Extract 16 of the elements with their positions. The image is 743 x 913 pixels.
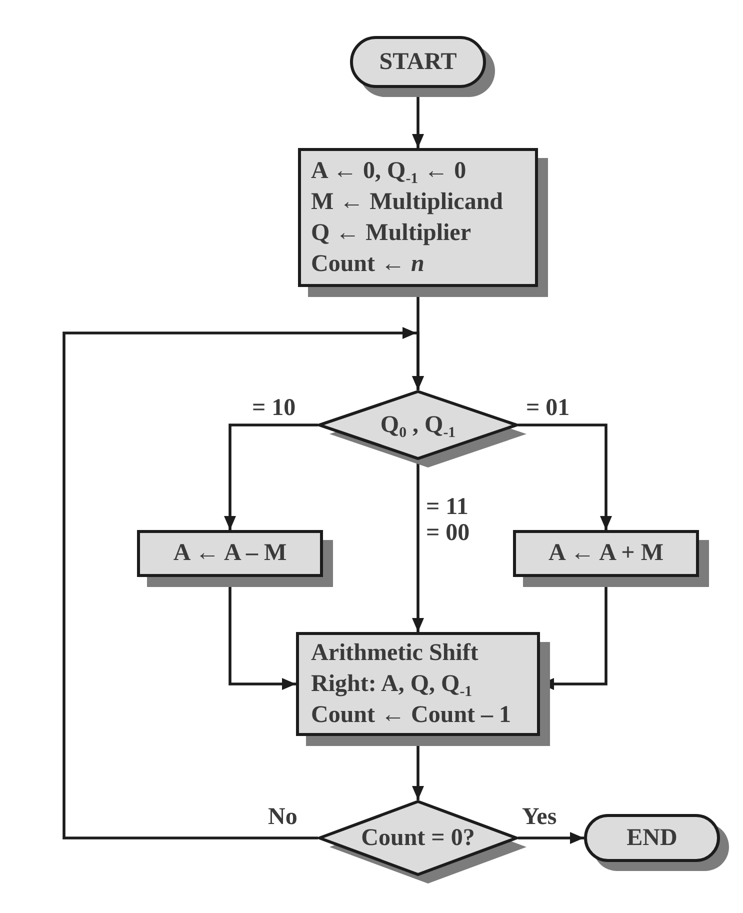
process-step-text: A ← A + M (548, 539, 664, 568)
process-step-text: A ← 0, Q$_{-1}$ ← 0 (311, 156, 466, 186)
terminal-label: START (379, 48, 457, 76)
arrow (518, 832, 584, 844)
condition-text: Count = 0? (361, 824, 475, 852)
process-step-text: Q ← Multiplier (311, 218, 471, 248)
process-step-text: Count ← Count – 1 (311, 700, 512, 730)
terminal-label: END (626, 824, 678, 852)
arrow (518, 424, 612, 530)
process-step-text: Count ← n (311, 250, 424, 278)
arrow (224, 424, 318, 530)
condition-text: Q$_{0}$ , Q$_{-1}$ (380, 410, 456, 440)
process-step-text: A ← A – M (173, 539, 287, 568)
process-step-text: Arithmetic Shift Right: A, Q, Q$_{-1}$ (311, 638, 480, 700)
process-step-text: M ← Multiplicand (311, 188, 504, 216)
loop-arrow (62, 332, 424, 840)
